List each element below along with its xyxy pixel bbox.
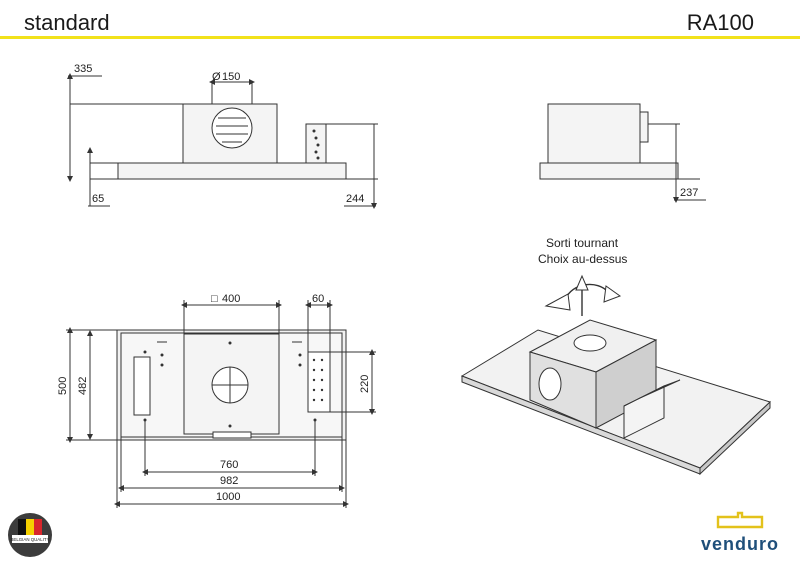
belgian-quality-badge: BELGIAN QUALITY — [6, 511, 54, 559]
belgian-quality-seal-icon: BELGIAN QUALITY — [8, 513, 52, 557]
duct-diameter-symbol: Ø — [212, 71, 221, 83]
annotation-line-1: Sorti tournant — [546, 236, 619, 250]
front-depth-label: 237 — [680, 187, 698, 199]
control-width-label: 60 — [312, 293, 324, 305]
side-panel-plate — [117, 162, 347, 180]
header-divider — [0, 36, 800, 39]
left-light-slot — [133, 356, 151, 416]
total-width-label: 1000 — [216, 491, 240, 503]
front-duct-collar — [639, 111, 649, 143]
front-panel-plate — [539, 162, 679, 180]
side-depth-label: 244 — [346, 193, 364, 205]
isometric-view — [460, 274, 771, 476]
svg-text:BELGIAN QUALITY: BELGIAN QUALITY — [10, 537, 49, 542]
mount-spacing-label: 760 — [220, 459, 238, 471]
brand-logo: venduro — [690, 511, 790, 555]
depth-total-label: 500 — [57, 377, 69, 395]
side-view — [67, 73, 378, 209]
side-height-label: 335 — [74, 63, 92, 75]
motor-box-symbol: □ — [211, 293, 218, 305]
top-view — [66, 300, 376, 508]
front-view — [539, 103, 706, 203]
brand-name: venduro — [700, 534, 779, 554]
duct-diameter-label: 150 — [222, 71, 240, 83]
model-number: RA100 — [686, 10, 754, 35]
iso-front-outlet — [538, 367, 562, 401]
annotation-line-2: Choix au-dessus — [538, 252, 627, 266]
panel-thickness-label: 65 — [92, 193, 104, 205]
control-height-label: 220 — [359, 375, 371, 393]
header: standard RA100 — [0, 0, 800, 40]
depth-inner-label: 482 — [77, 377, 89, 395]
control-strip — [307, 351, 331, 413]
hood-logo-icon — [716, 511, 764, 529]
inner-width-label: 982 — [220, 475, 238, 487]
front-motor-box — [547, 103, 641, 164]
iso-top-outlet — [573, 334, 607, 352]
page-title: standard — [24, 10, 110, 35]
motor-box-label: 400 — [222, 293, 240, 305]
side-control-block — [305, 123, 327, 164]
